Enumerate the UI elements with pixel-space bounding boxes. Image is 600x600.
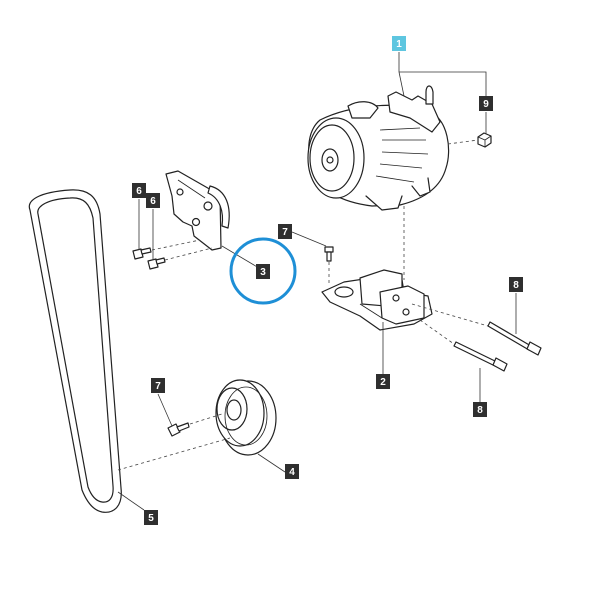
small-bolt-6-upper[interactable] (132, 247, 152, 260)
callout-c6a[interactable]: 6 (132, 183, 146, 198)
callout-c2[interactable]: 2 (376, 374, 390, 389)
callout-label: 7 (282, 227, 288, 238)
small-bolt-7-lower[interactable] (167, 422, 190, 437)
callout-c8b[interactable]: 8 (473, 402, 487, 417)
callout-c3[interactable]: 3 (256, 264, 270, 279)
callout-label: 9 (483, 99, 489, 110)
long-bolt-upper[interactable] (487, 321, 542, 356)
callout-layer: 1 9 66 7 3 8 2 8 7 4 5 (132, 36, 523, 525)
nut[interactable] (477, 132, 492, 148)
callout-box (132, 183, 146, 198)
callout-c1[interactable]: 1 (392, 36, 406, 51)
ac-compressor[interactable] (307, 85, 450, 211)
callout-label: 1 (396, 39, 402, 50)
small-bolt-7-upper[interactable] (324, 246, 334, 262)
callout-label: 6 (136, 186, 142, 197)
callout-label: 5 (148, 513, 154, 524)
callout-c9[interactable]: 9 (479, 96, 493, 111)
callout-label: 4 (289, 467, 295, 478)
tensioner-bracket[interactable] (165, 170, 230, 251)
callout-box (151, 378, 165, 393)
long-bolt-lower[interactable] (453, 341, 508, 372)
callout-label: 2 (380, 377, 386, 388)
callout-box (146, 193, 160, 208)
callout-c5[interactable]: 5 (144, 510, 158, 525)
callout-label: 6 (150, 196, 156, 207)
callout-c4[interactable]: 4 (285, 464, 299, 479)
callout-label: 8 (513, 280, 519, 291)
callout-box (509, 277, 523, 292)
mounting-bracket[interactable] (321, 269, 433, 331)
callout-c8a[interactable]: 8 (509, 277, 523, 292)
small-bolt-6-lower[interactable] (147, 257, 166, 270)
assembly-lines (117, 139, 489, 471)
callout-label: 7 (155, 381, 161, 392)
selection-highlight-ring (229, 237, 297, 305)
callout-c6b[interactable]: 6 (146, 193, 160, 208)
callout-label: 3 (260, 267, 266, 278)
callout-label: 8 (477, 405, 483, 416)
callout-box (256, 264, 270, 279)
callout-c7b[interactable]: 7 (151, 378, 165, 393)
callout-box (473, 402, 487, 417)
callout-box (479, 96, 493, 111)
callout-box (392, 36, 406, 51)
drive-belt[interactable] (28, 189, 122, 513)
callout-box (285, 464, 299, 479)
callout-c7a[interactable]: 7 (278, 224, 292, 239)
leader-lines (117, 52, 517, 511)
callout-box (278, 224, 292, 239)
callout-box (376, 374, 390, 389)
callout-box (144, 510, 158, 525)
pulley[interactable] (215, 379, 277, 456)
